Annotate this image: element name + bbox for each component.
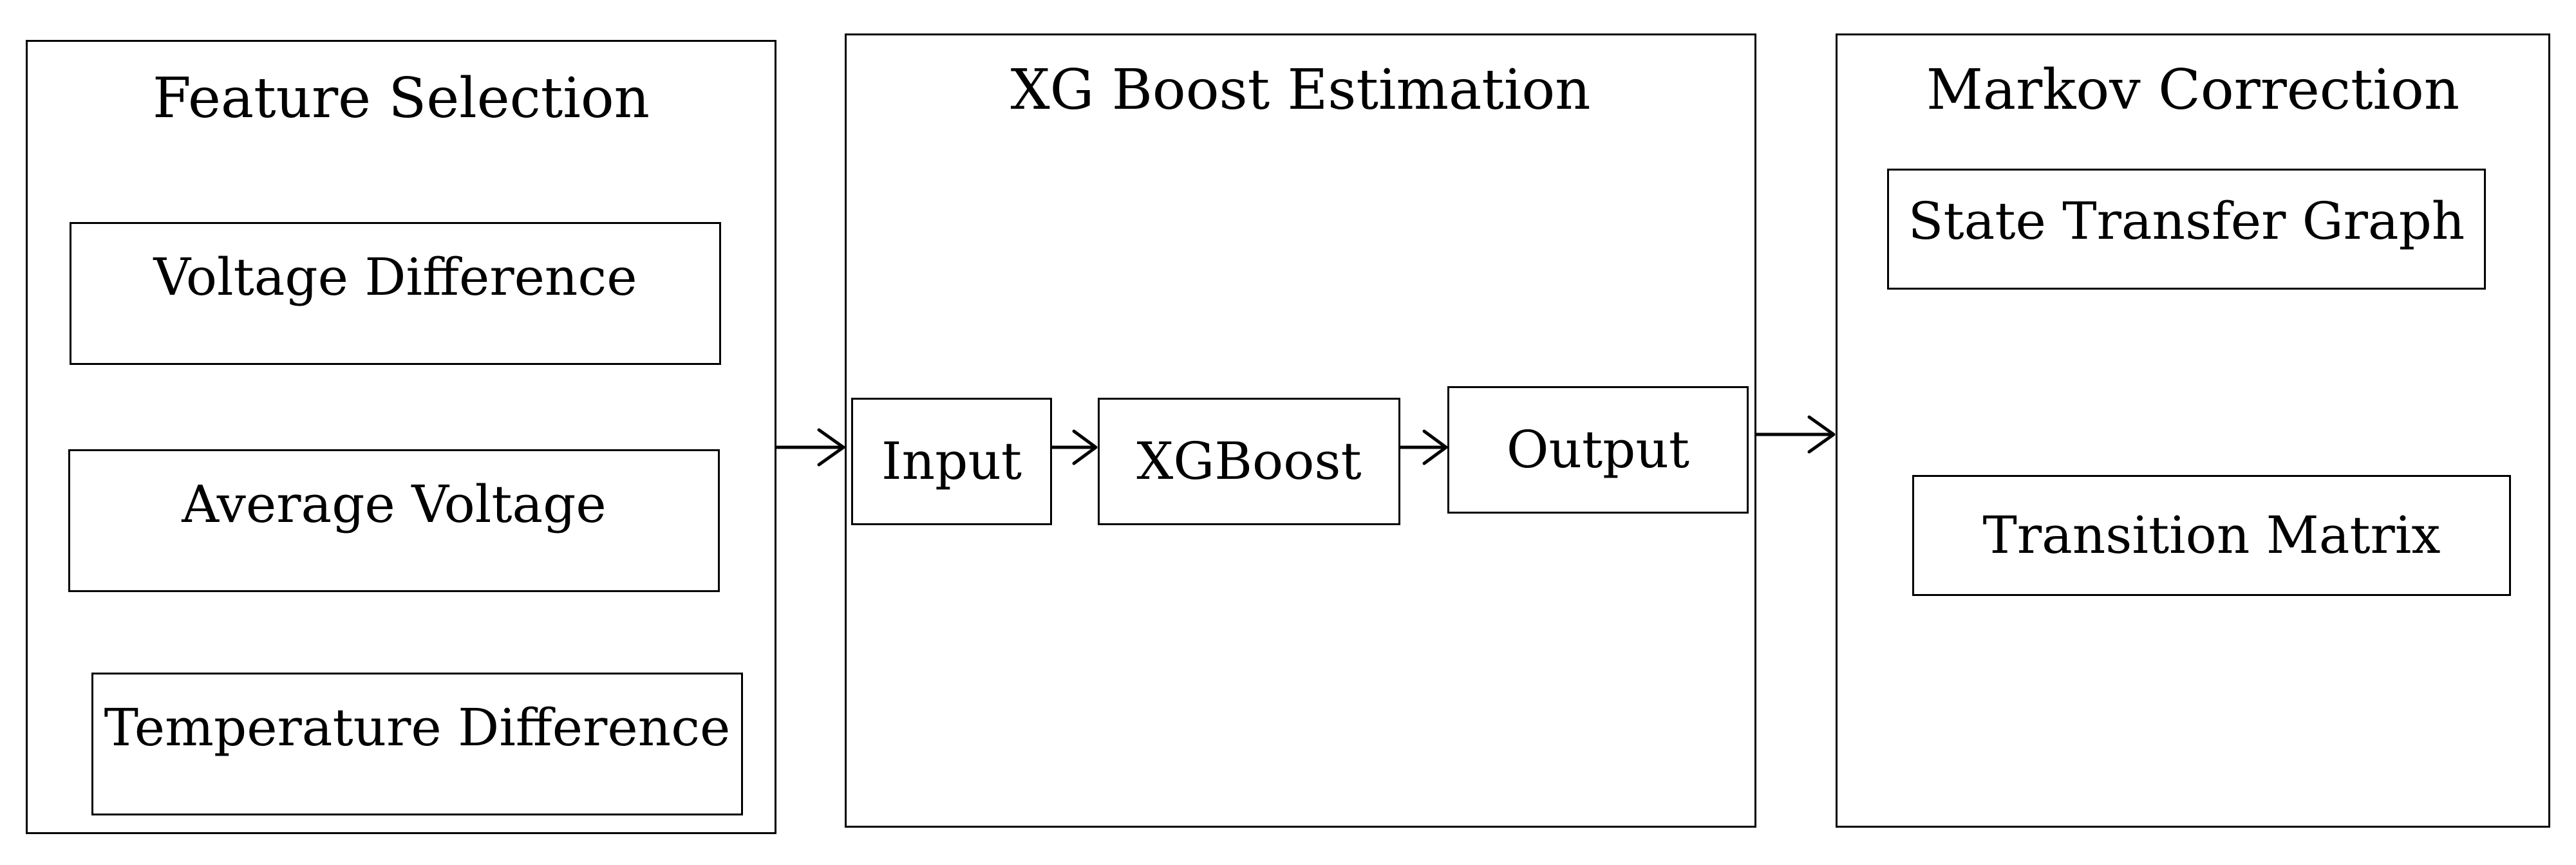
output-label: Output — [1506, 420, 1690, 479]
transition-matrix-label: Transition Matrix — [1982, 505, 2441, 565]
state-transfer-graph-label: State Transfer Graph — [1908, 191, 2465, 251]
input-box: Input — [851, 398, 1052, 525]
temperature-difference-box: Temperature Difference — [91, 673, 743, 815]
xgboost-estimation-title: XG Boost Estimation — [1010, 58, 1591, 122]
xgboost-label: XGBoost — [1136, 431, 1362, 491]
xgboost-box: XGBoost — [1098, 398, 1400, 525]
temperature-difference-label: Temperature Difference — [104, 698, 731, 758]
markov-correction-panel: Markov Correction — [1836, 33, 2550, 828]
average-voltage-box: Average Voltage — [68, 449, 720, 592]
voltage-difference-label: Voltage Difference — [153, 247, 637, 307]
state-transfer-graph-box: State Transfer Graph — [1887, 169, 2486, 290]
voltage-difference-box: Voltage Difference — [70, 222, 721, 365]
arrow-feature-to-xgboost — [775, 428, 845, 467]
output-box: Output — [1447, 386, 1749, 514]
feature-selection-title: Feature Selection — [152, 66, 650, 131]
markov-correction-title: Markov Correction — [1926, 58, 2460, 122]
transition-matrix-box: Transition Matrix — [1912, 475, 2511, 596]
input-label: Input — [881, 431, 1022, 491]
arrow-xgboost-to-markov — [1754, 415, 1836, 454]
average-voltage-label: Average Voltage — [182, 474, 606, 534]
